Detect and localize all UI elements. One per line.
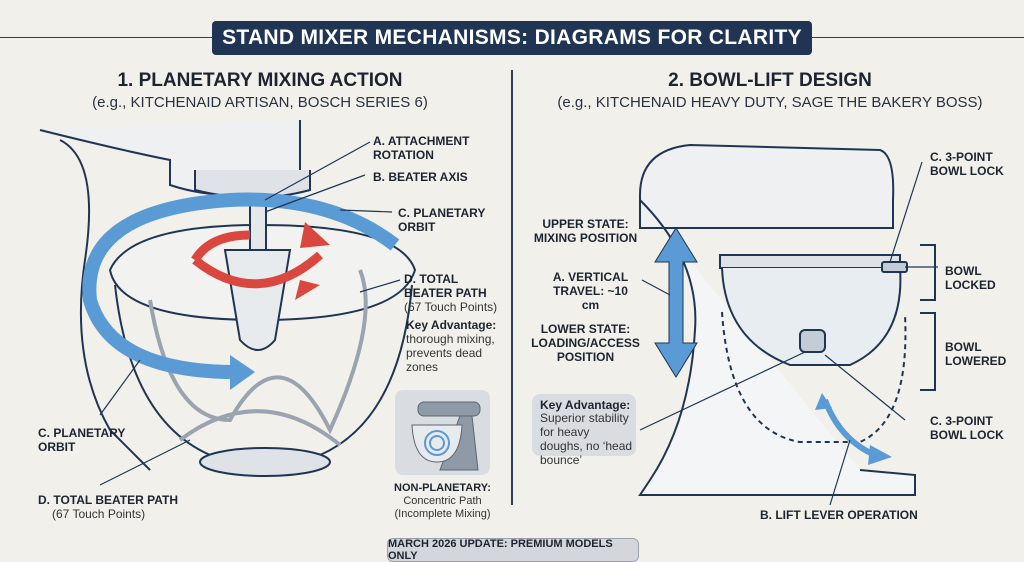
flat-beater: [223, 249, 292, 351]
lever-arrowhead: [868, 445, 892, 465]
label-bowl-lowered: BOWL LOWERED: [945, 340, 1007, 368]
section-divider: [511, 70, 513, 505]
bracket-locked: [920, 244, 936, 301]
lock-latch: [881, 261, 908, 273]
label-planetary-orbit-right: C. PLANETARY ORBIT: [398, 206, 486, 234]
label-total-path-right: D. TOTAL BEATER PATH: [404, 272, 487, 300]
label-bowl-lock-top: C. 3-POINT BOWL LOCK: [930, 150, 1004, 178]
beater-path-loop: [148, 269, 368, 435]
label-bowl-locked: BOWL LOCKED: [945, 264, 996, 292]
label-vertical-travel: A. VERTICAL TRAVEL: ~10 cm: [552, 270, 629, 312]
orbit-arrowhead: [230, 355, 255, 390]
vertical-travel-arrow: [654, 227, 698, 378]
inset-title: NON-PLANETARY:: [394, 482, 491, 494]
label-beater-axis: B. BEATER AXIS: [373, 170, 468, 184]
label-touch-points-left: (67 Touch Points): [52, 507, 146, 521]
lever-arrowhead-2: [815, 393, 832, 410]
bowl-support-arm: [719, 254, 901, 269]
key-advantage-right-text: Superior stability for heavy doughs, no …: [540, 411, 633, 467]
label-planetary-orbit-left: C. PLANETARY ORBIT: [38, 426, 126, 454]
inset-line2: (Incomplete Mixing): [394, 508, 491, 520]
page-title: STAND MIXER MECHANISMS: DIAGRAMS FOR CLA…: [212, 21, 812, 55]
title-rule-left: [0, 37, 212, 38]
title-rule-right: [812, 37, 1024, 38]
rotation-arrowhead: [300, 222, 330, 248]
inset-line1: Concentric Path: [403, 495, 482, 507]
right-subheading: (e.g., KITCHENAID HEAVY DUTY, SAGE THE B…: [557, 94, 983, 111]
lift-lever: [799, 329, 826, 353]
bowl-base: [199, 447, 331, 477]
mixer-body-outline: [59, 139, 151, 471]
key-advantage-left-title: Key Advantage:: [406, 318, 497, 332]
label-touch-points-right: (67 Touch Points): [404, 300, 498, 314]
bowl-upper: [721, 267, 902, 366]
lift-mixer-head: [639, 143, 895, 229]
label-attachment-rotation: A. ATTACHMENT ROTATION: [373, 134, 470, 162]
key-advantage-left-text: thorough mixing, prevents dead zones: [406, 332, 495, 374]
footer-update-badge: MARCH 2026 UPDATE: PREMIUM MODELS ONLY: [387, 538, 639, 562]
beater-path-loop-2: [178, 409, 342, 447]
beater-shaft: [249, 199, 267, 251]
label-total-path-left: D. TOTAL BEATER PATH: [38, 493, 178, 507]
planetary-orbit-arrow: [82, 192, 400, 379]
label-bowl-lock-bottom: C. 3-POINT BOWL LOCK: [930, 414, 1004, 442]
attachment-rotation-arrow: [191, 230, 323, 289]
label-lift-lever: B. LIFT LEVER OPERATION: [760, 508, 918, 522]
key-advantage-right-box: [532, 394, 636, 456]
bowl-lowered: [721, 311, 907, 443]
key-advantage-right-title: Key Advantage:: [540, 398, 631, 412]
label-lower-state: LOWER STATE: LOADING/ACCESS POSITION: [531, 322, 640, 364]
bracket-lowered: [920, 312, 936, 391]
left-heading: 1. PLANETARY MIXING ACTION: [117, 70, 403, 91]
right-heading: 2. BOWL-LIFT DESIGN: [668, 70, 872, 91]
non-planetary-mixer-icon: [411, 401, 481, 471]
label-upper-state: UPPER STATE: MIXING POSITION: [533, 217, 638, 245]
rotation-arrowhead-2: [295, 280, 320, 300]
left-subheading: (e.g., KITCHENAID ARTISAN, BOSCH SERIES …: [92, 94, 428, 111]
